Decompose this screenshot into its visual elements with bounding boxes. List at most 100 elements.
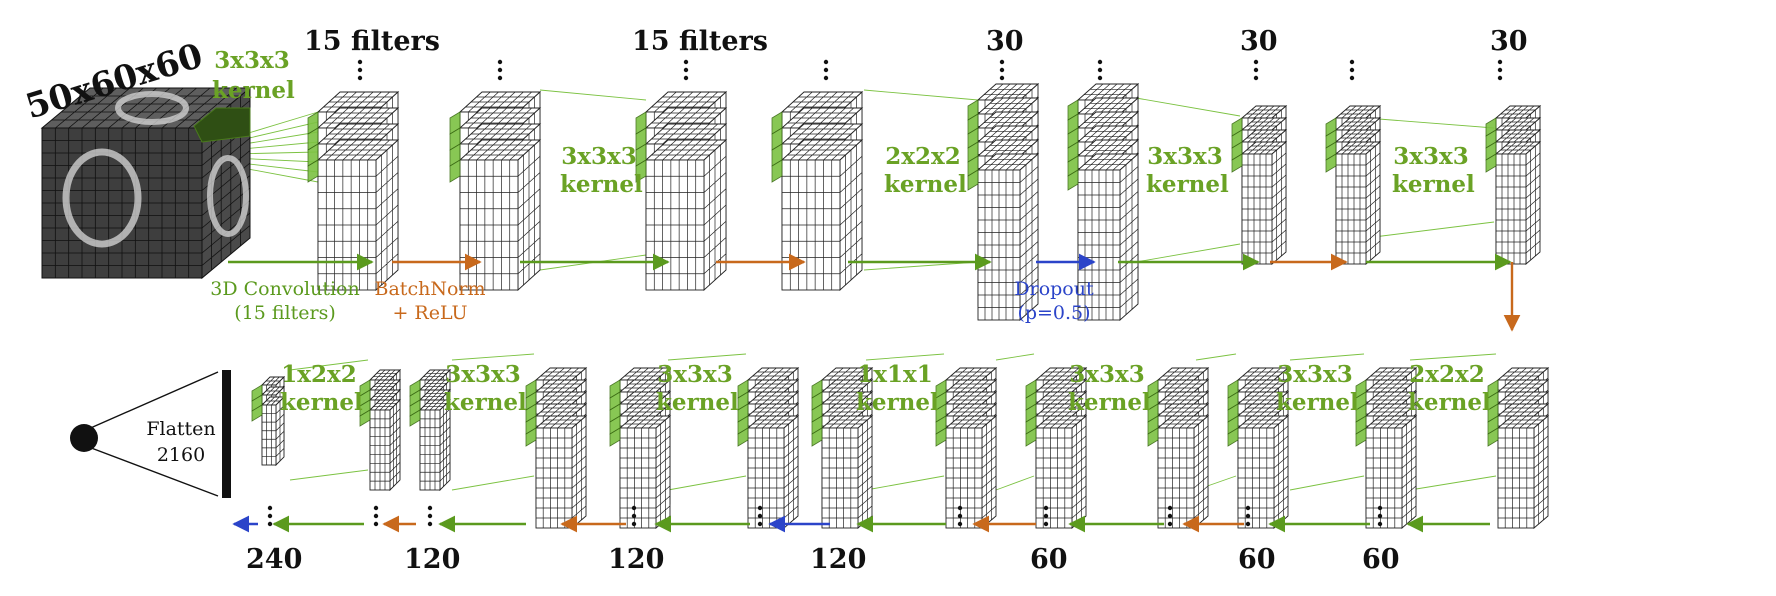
connection-line	[863, 261, 979, 271]
feature-map-block	[458, 138, 542, 292]
feature-map-block	[746, 415, 800, 529]
bottom-kernel-label: 1x2x2	[281, 361, 357, 388]
flatten-label-line2: 2160	[156, 444, 206, 466]
bottom-kernel-label: kernel	[1408, 389, 1491, 416]
kernel-cube	[193, 107, 251, 143]
ellipsis-dots	[683, 59, 689, 81]
bottom-kernel-label: kernel	[1276, 389, 1359, 416]
feature-map-stack	[449, 90, 542, 292]
feature-map-stack	[1485, 105, 1542, 265]
bottom-count-label: 60	[1238, 544, 1276, 575]
connection-line	[1289, 353, 1365, 361]
connection-line	[865, 475, 945, 491]
connection-line	[1409, 475, 1497, 491]
input-kernel-label-line2: kernel	[212, 77, 295, 104]
ellipsis-dots	[957, 505, 963, 527]
bottom-count-label: 60	[1030, 544, 1068, 575]
feature-map-block	[1236, 415, 1290, 529]
filter-highlight	[1147, 427, 1159, 447]
top-count-label: 30	[1240, 26, 1278, 57]
feature-map-block	[1156, 415, 1210, 529]
connection-line	[865, 353, 945, 361]
feature-map-stack	[1147, 367, 1210, 529]
top-kernel-label: 3x3x3	[561, 143, 637, 170]
feature-map-stack	[1025, 367, 1088, 529]
ellipsis-dots	[267, 505, 273, 527]
filter-highlight	[307, 159, 319, 183]
feature-map-block	[260, 395, 286, 467]
brain-slice	[207, 155, 249, 237]
filter-highlight	[251, 404, 263, 422]
filter-highlight	[609, 427, 621, 447]
connection-line	[1289, 475, 1365, 491]
bottom-count-label: 60	[1362, 544, 1400, 575]
ellipsis-dots	[999, 59, 1005, 81]
filter-highlight	[525, 427, 537, 447]
ellipsis-dots	[1245, 505, 1251, 527]
ellipsis-dots	[1097, 59, 1103, 81]
bottom-count-label: 120	[810, 544, 867, 575]
ellipsis-dots	[1377, 505, 1383, 527]
connection-line	[451, 353, 535, 361]
conv-legend-line1: 3D Convolution	[210, 278, 360, 300]
feature-map-block	[780, 138, 864, 292]
feature-map-stack	[967, 82, 1040, 322]
bottom-count-label: 120	[608, 544, 665, 575]
filter-highlight	[1231, 153, 1243, 173]
dropout-legend-line2: (p=0.5)	[1017, 302, 1091, 324]
feature-map-block	[1034, 415, 1088, 529]
feature-map-stack	[1231, 105, 1288, 265]
top-kernel-label: 3x3x3	[1147, 143, 1223, 170]
filter-highlight	[449, 159, 461, 183]
feature-map-block	[1334, 141, 1382, 265]
filter-highlight	[1227, 427, 1239, 447]
feature-map-stack	[635, 90, 728, 292]
feature-map-stack	[1067, 82, 1140, 322]
ellipsis-dots	[1043, 505, 1049, 527]
ellipsis-dots	[1253, 59, 1259, 81]
feature-map-block	[1364, 415, 1418, 529]
top-kernel-label: 2x2x2	[885, 143, 961, 170]
feature-map-block	[1496, 415, 1550, 529]
feature-map-stack	[251, 375, 286, 467]
filter-highlight	[935, 427, 947, 447]
ellipsis-dots	[823, 59, 829, 81]
feature-map-stack	[525, 367, 588, 529]
flatten-label-line1: Flatten	[146, 418, 216, 440]
feature-map-stack	[1227, 367, 1290, 529]
bottom-kernel-label: 3x3x3	[1069, 361, 1145, 388]
filter-highlight	[1067, 169, 1079, 191]
top-count-label: 15 filters	[632, 26, 768, 57]
filter-highlight	[1485, 153, 1497, 173]
output-connection	[85, 445, 219, 497]
bottom-kernel-label: kernel	[1068, 389, 1151, 416]
feature-map-block	[1076, 152, 1140, 322]
filter-highlight	[1487, 427, 1499, 447]
connection-line	[289, 359, 369, 371]
top-kernel-label: kernel	[1392, 171, 1475, 198]
ellipsis-dots	[757, 505, 763, 527]
batchnorm-legend-line1: BatchNorm	[374, 278, 486, 300]
feature-map-stack	[409, 368, 452, 492]
bottom-count-label: 240	[246, 544, 303, 575]
feature-map-stack	[307, 90, 400, 292]
connection-line	[539, 89, 647, 101]
ellipsis-dots	[427, 505, 433, 527]
feature-map-stack	[359, 368, 402, 492]
connection-line	[667, 475, 747, 491]
filter-highlight	[1355, 427, 1367, 447]
connection-line	[1135, 97, 1241, 117]
connection-line	[1365, 221, 1495, 239]
feature-map-stack	[609, 367, 672, 529]
dropout-legend-line1: Dropout	[1014, 278, 1094, 300]
connection-line	[289, 469, 369, 481]
feature-map-block	[1494, 141, 1542, 265]
feature-map-block	[534, 415, 588, 529]
feature-map-block	[976, 152, 1040, 322]
feature-map-stack	[1487, 367, 1550, 529]
input-volume	[40, 86, 252, 280]
connection-line	[1409, 353, 1497, 361]
feature-map-block	[820, 415, 874, 529]
ellipsis-dots	[373, 505, 379, 527]
filter-highlight	[737, 427, 749, 447]
